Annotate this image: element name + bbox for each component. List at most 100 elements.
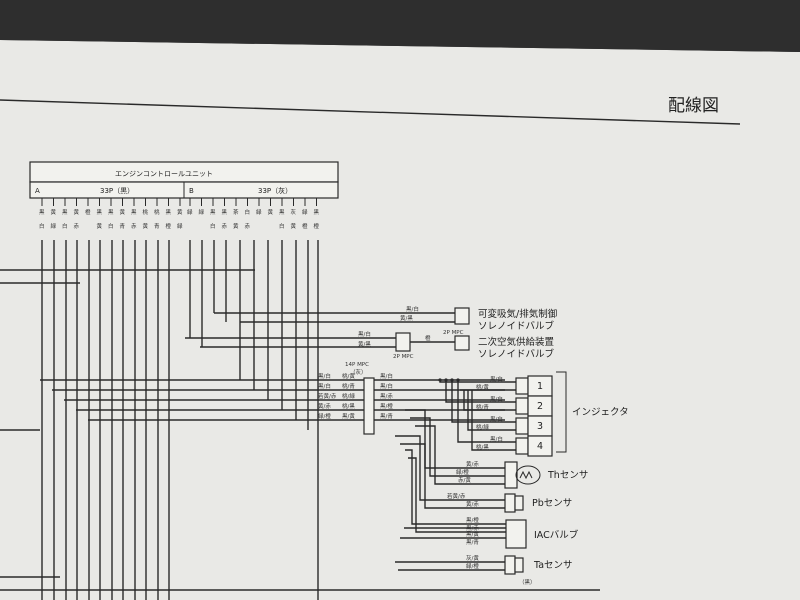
ecu-pin-label: 橙 xyxy=(314,222,320,230)
connector-14p-wire-label: 若黄/赤 xyxy=(318,392,337,400)
connector-14p-wire-label: 桃/黒 xyxy=(342,402,355,410)
valve1-label-1: 可変吸気/排気制御 xyxy=(478,308,557,320)
connector-b-letter: B xyxy=(189,187,194,195)
connector-14p-wire-label: 黄/赤 xyxy=(318,402,331,410)
iac-valve-icon xyxy=(505,519,527,549)
injector-number: 4 xyxy=(537,441,543,452)
ecu-pin-label: 黄 xyxy=(233,222,239,230)
injector-wire xyxy=(451,380,516,423)
pb-wire-1: 若黄/赤 xyxy=(447,492,466,500)
ecu-pin-label: 緑 xyxy=(256,208,262,216)
ecu-pin-label: 緑 xyxy=(187,208,193,216)
ecu-pin-label: 黄 xyxy=(268,208,274,216)
injector-group: インジェクタ 1黒/白桃/黄2黒/白桃/青3黒/白桃/緑4黒/白桃/黒 xyxy=(438,371,629,457)
connector-14p-wire-label: 桃/緑 xyxy=(342,392,355,400)
header-rule xyxy=(0,99,741,125)
connector-14p-wire-label: 黒/白 xyxy=(380,372,393,380)
ecu-pins-a: 黒白黄緑黒白黄赤橙黒黄黒白黄青黒赤桃黄桃青黒橙黄緑 xyxy=(39,198,183,230)
valve2-label-1: 二次空気供給装置 xyxy=(478,336,554,348)
valve1-label-2: ソレノイドバルブ xyxy=(478,320,555,332)
injector-wire-label: 桃/青 xyxy=(476,403,489,411)
connector-14p-wire-label: 黒/白 xyxy=(318,372,331,380)
ecu-pin-label: 緑 xyxy=(199,208,205,216)
valve2-assembly: 黒/白 黄/黒 橙 2P MPC 二次空気供給装置 ソレノイドバルブ xyxy=(185,330,555,360)
ecu-pin-label: 黒 xyxy=(108,209,114,216)
ecu-pin-label: 灰 xyxy=(291,208,297,216)
valve2-wire-a: 黒/白 xyxy=(358,330,371,338)
ecu-pin-label: 黒 xyxy=(97,209,103,216)
iac-valve-assembly: 黒/橙 黒/赤 黒/黄 黒/青 IACバルブ xyxy=(400,449,579,549)
connector-14p-label-2: （灰） xyxy=(350,368,367,376)
injector-wire-label: 黒/白 xyxy=(490,375,503,383)
valve1-assembly: 黒/白 黄/黒 2P MPC 可変吸気/排気制御 ソレノイドバルブ xyxy=(214,305,557,336)
junction-dot xyxy=(456,378,460,382)
ecu-pin-label: 黄 xyxy=(97,222,103,230)
th-wire-2: 緑/橙 xyxy=(456,468,469,476)
ecu-pin-label: 黄 xyxy=(143,222,149,230)
th-connector xyxy=(504,461,518,489)
ecu-pin-label: 橙 xyxy=(85,208,91,216)
ecu-pin-label: 緑 xyxy=(51,222,57,230)
iac-wire-2: 黒/赤 xyxy=(466,524,479,532)
valve2-wire-b: 黄/黒 xyxy=(358,340,371,348)
junction-dot xyxy=(450,378,454,382)
ecu-pin-label: 赤 xyxy=(131,222,137,230)
valve2-connector-label: 2P MPC xyxy=(393,354,414,360)
ta-sensor-assembly: 灰/黄 緑/橙 （黒） Taセンサ xyxy=(395,554,573,586)
connector-14p-label-1: 14P MPC xyxy=(345,362,369,368)
injector-wire-label: 桃/黄 xyxy=(476,383,489,391)
page-title: 配線図 xyxy=(668,96,719,116)
injector-connector xyxy=(515,397,529,415)
valve1-wire-a: 黒/白 xyxy=(406,305,419,313)
injector-wire xyxy=(457,380,516,443)
ecu-pin-label: 赤 xyxy=(245,222,251,230)
ecu-pin-label: 白 xyxy=(245,208,251,216)
valve1-connector-label: 2P MPC xyxy=(443,330,464,336)
ta-sensor-icon xyxy=(514,557,524,573)
valve2-label-2: ソレノイドバルブ xyxy=(478,348,555,360)
injector-connector xyxy=(515,437,529,455)
valve2-wire-c: 橙 xyxy=(425,334,431,342)
junction-dot xyxy=(444,378,448,382)
ecu-pin-label: 黒 xyxy=(279,209,285,216)
injector-wire-label: 黒/白 xyxy=(490,415,503,423)
ecu-pin-label: 橙 xyxy=(166,222,172,230)
th-wire-3: 赤/黄 xyxy=(458,476,471,484)
injector-bracket xyxy=(556,371,567,453)
ecu-pin-label: 黄 xyxy=(74,208,80,216)
ta-wire-1: 灰/黄 xyxy=(466,554,479,562)
valve1-wire-b: 黄/黒 xyxy=(400,314,413,322)
ecu-pin-label: 青 xyxy=(154,222,160,230)
injector-wire xyxy=(463,390,516,411)
pb-sensor-assembly: 若黄/赤 黄/赤 Pbセンサ xyxy=(395,435,572,513)
connector-b-label: 33P（灰） xyxy=(258,186,292,195)
injector-number: 1 xyxy=(537,381,543,392)
connector-14p-wire-label: 緑/橙 xyxy=(318,412,331,420)
iac-wire-1: 黒/橙 xyxy=(466,516,479,524)
connector-14p-wire-label: 黒/白 xyxy=(318,382,331,390)
th-sensor-label: Thセンサ xyxy=(547,470,588,481)
ecu-pin-label: 赤 xyxy=(222,222,228,230)
connector-a-letter: A xyxy=(35,187,40,195)
ecu-title: エンジンコントロールユニット xyxy=(115,170,213,178)
ecu-pin-label: 黒 xyxy=(131,209,137,216)
injector-wire-label: 黒/白 xyxy=(490,395,503,403)
injector-label: インジェクタ xyxy=(572,407,629,418)
iac-wire-3: 黒/黄 xyxy=(466,530,479,538)
injector-connector xyxy=(515,377,529,395)
connector-a-label: 33P（黒） xyxy=(100,187,134,195)
junction-dot xyxy=(438,378,442,382)
injector-wire-label: 桃/緑 xyxy=(476,423,489,431)
injector-wire xyxy=(471,390,516,451)
ecu-pin-label: 橙 xyxy=(302,222,308,230)
th-sensor-assembly: 黄/赤 緑/橙 赤/黄 Thセンサ xyxy=(405,409,588,489)
pb-sensor-icon xyxy=(514,495,524,511)
connector-14p-wire-label: 黒/青 xyxy=(380,412,393,420)
ecu-pin-label: 桃 xyxy=(154,208,160,216)
ta-sensor-label: Taセンサ xyxy=(533,560,573,571)
ecu-pin-label: 白 xyxy=(108,222,114,230)
ecu-pin-label: 桃 xyxy=(143,208,149,216)
ecu-pin-label: 緑 xyxy=(177,222,183,230)
injector-wire xyxy=(467,390,516,431)
